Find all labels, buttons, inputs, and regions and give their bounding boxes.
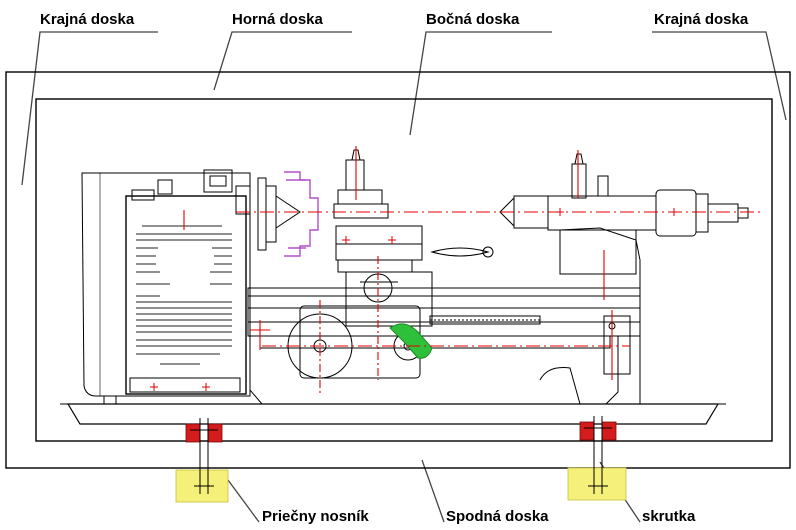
inner-panel: [35, 98, 773, 442]
label-end-board-right: Krajná doska: [654, 11, 749, 28]
label-top-board: Horná doska: [232, 11, 323, 28]
chuck: [257, 177, 301, 251]
cross-beam-right: [567, 467, 627, 501]
label-bottom-board: Spodná doska: [446, 508, 549, 525]
label-screw: skrutka: [642, 508, 696, 525]
lathe-feet: [103, 396, 117, 404]
clamp-left: [185, 423, 223, 443]
label-side-board: Bočná doska: [426, 11, 520, 28]
label-end-board-left: Krajná doska: [40, 11, 135, 28]
leader-end-board-right: [652, 31, 787, 121]
leader-bottom-board: [421, 459, 445, 523]
handwheel-highlight: [389, 323, 433, 359]
headstock: [81, 169, 251, 397]
leader-side-board: [409, 31, 552, 136]
leader-top-board: [213, 31, 352, 91]
leader-end-board-left: [21, 31, 158, 186]
red-markers: [150, 208, 678, 391]
carriage: [287, 149, 494, 379]
label-cross-beam: Priečny nosník: [262, 508, 369, 525]
screw-left: [190, 418, 218, 494]
leader-cross-beam: [227, 479, 260, 523]
tailstock: [499, 153, 749, 375]
clamp-right: [579, 421, 617, 441]
nameplate-text-lines: [136, 225, 232, 365]
bottom-base-plate: [66, 403, 720, 425]
chuck-jaws-highlight: [284, 171, 319, 257]
center-lines: [183, 146, 760, 396]
screw-right: [584, 416, 612, 494]
outer-box: [5, 71, 791, 469]
